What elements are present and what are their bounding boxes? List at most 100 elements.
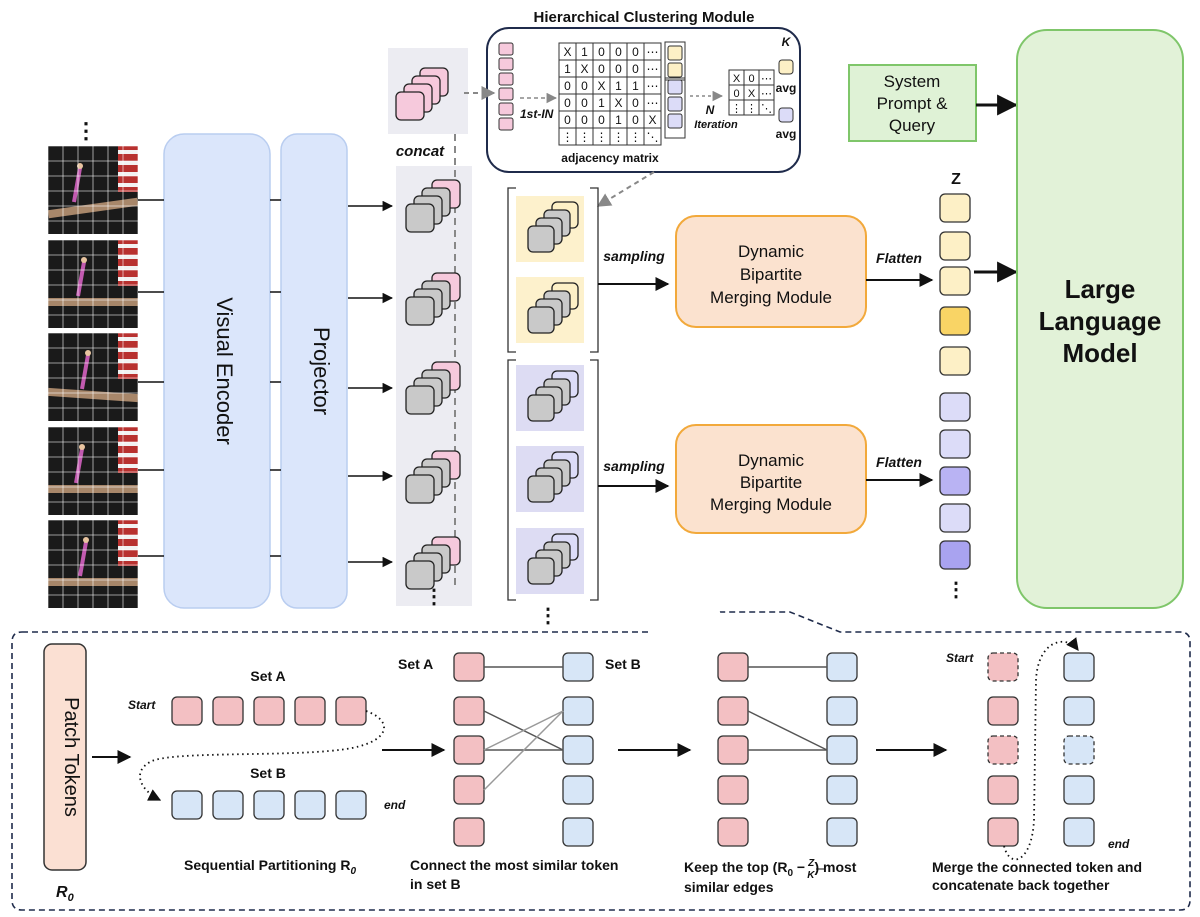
token-square (395, 91, 425, 121)
step4-set-a-token (987, 652, 1019, 682)
set-b-token (294, 790, 326, 820)
step4-set-a-token (987, 775, 1019, 805)
matrix-cell (643, 127, 662, 146)
r0-label: R0 (56, 884, 75, 904)
matrix-value: 0 (564, 113, 571, 127)
cluster-groups (507, 187, 599, 601)
cluster-token-stack (516, 528, 584, 594)
matrix-value: 1 (581, 45, 588, 59)
step4-set-a-token (987, 817, 1019, 847)
flag-stripe (118, 442, 138, 446)
matrix-value: ⋱ (647, 130, 659, 144)
caption-step-3-line-2: similar edges (684, 879, 774, 895)
step1-set-a-label: Set A (250, 668, 285, 684)
token-square (527, 394, 555, 422)
frame-token-stacks (405, 179, 461, 590)
step2-set-a-token (453, 652, 485, 682)
z-token (939, 540, 971, 570)
small-matrix-cell (758, 99, 775, 116)
matrix-value: 0 (564, 96, 571, 110)
video-frame (47, 426, 139, 515)
matrix-value: 0 (615, 62, 622, 76)
step3-set-b-token (826, 696, 858, 726)
video-frame (47, 519, 139, 608)
flatten-label-2: Flatten (876, 454, 922, 470)
step3-set-a-token (717, 696, 749, 726)
hcm-cluster-token (667, 113, 683, 129)
adjacency-matrix-label: adjacency matrix (561, 151, 659, 165)
matrix-value: X (580, 62, 588, 76)
cluster-2-left-bracket (507, 359, 516, 601)
matrix-value: ⋯ (647, 45, 659, 59)
gymnast (76, 261, 86, 297)
system-prompt-line-1: System (884, 72, 941, 91)
token-square (527, 557, 555, 585)
step3-set-b-token (826, 775, 858, 805)
z-token (939, 429, 971, 459)
matrix-value: 0 (632, 45, 639, 59)
small-matrix-value: X (748, 88, 756, 100)
hcm-input-token (498, 87, 514, 101)
flag-stripe (118, 557, 138, 561)
step2-set-a-token (453, 696, 485, 726)
step4-start-label: Start (946, 651, 974, 665)
gymnast (78, 541, 88, 577)
z-token (939, 392, 971, 422)
gymnast-head (77, 163, 83, 169)
system-prompt-line-2: Prompt & (877, 94, 949, 113)
step2-set-a-label: Set A (398, 656, 433, 672)
cluster-1-left-bracket (507, 187, 516, 353)
llm-box (1016, 29, 1184, 609)
visual-encoder-label: Visual Encoder (212, 297, 237, 445)
matrix-value: X (597, 79, 605, 93)
flag-stripe (118, 535, 138, 539)
llm-line-3: Model (1062, 338, 1137, 368)
bipartite-steps (139, 637, 1095, 861)
gymnast-head (79, 444, 85, 450)
step3-set-a-token (717, 652, 749, 682)
cluster-token-stack (516, 277, 584, 343)
step4-set-b-token (1063, 652, 1095, 682)
token-square (405, 560, 435, 590)
hcm-cluster-token (667, 62, 683, 78)
token-square (527, 475, 555, 503)
matrix-value: ⋯ (647, 96, 659, 110)
matrix-value: ⋯ (647, 79, 659, 93)
k-label: K (782, 35, 792, 49)
system-prompt-box (848, 64, 977, 142)
kept-edge (747, 710, 828, 751)
hcm-input-token (498, 102, 514, 116)
matrix-value: 1 (615, 113, 622, 127)
z-token-column (939, 193, 971, 570)
matrix-value: 0 (581, 79, 588, 93)
step4-set-b-token (1063, 775, 1095, 805)
small-matrix-value: 0 (748, 73, 754, 85)
set-a-token (212, 696, 244, 726)
flag-stripe (118, 266, 138, 270)
projector-box (280, 133, 348, 609)
dbm-module-1 (675, 215, 867, 328)
dbm-2-line-2: Bipartite (740, 473, 802, 492)
small-matrix-value: ⋯ (761, 88, 772, 100)
frames-ellipsis: ⋮ (75, 118, 97, 143)
frame-token-stack (405, 450, 461, 504)
hcm-input-token (498, 72, 514, 86)
small-matrix-value: ⋱ (761, 103, 772, 115)
step4-set-b-token (1063, 735, 1095, 765)
caption-step-2-line-1: Connect the most similar token (410, 857, 618, 873)
z-label: Z (951, 171, 961, 188)
matrix-value: 0 (598, 45, 605, 59)
token-square (405, 474, 435, 504)
set-a-token (171, 696, 203, 726)
dbm-1-line-2: Bipartite (740, 265, 802, 284)
caption-step-2-line-2: in set B (410, 876, 461, 892)
step3-set-b-token (826, 735, 858, 765)
step4-end-label: end (1108, 837, 1130, 851)
matrix-value: 0 (632, 113, 639, 127)
step2-set-b-token (562, 735, 594, 765)
cluster-token-stack (516, 365, 584, 431)
z-token (939, 231, 971, 261)
caption-step-4-line-1: Merge the connected token and (932, 859, 1142, 875)
